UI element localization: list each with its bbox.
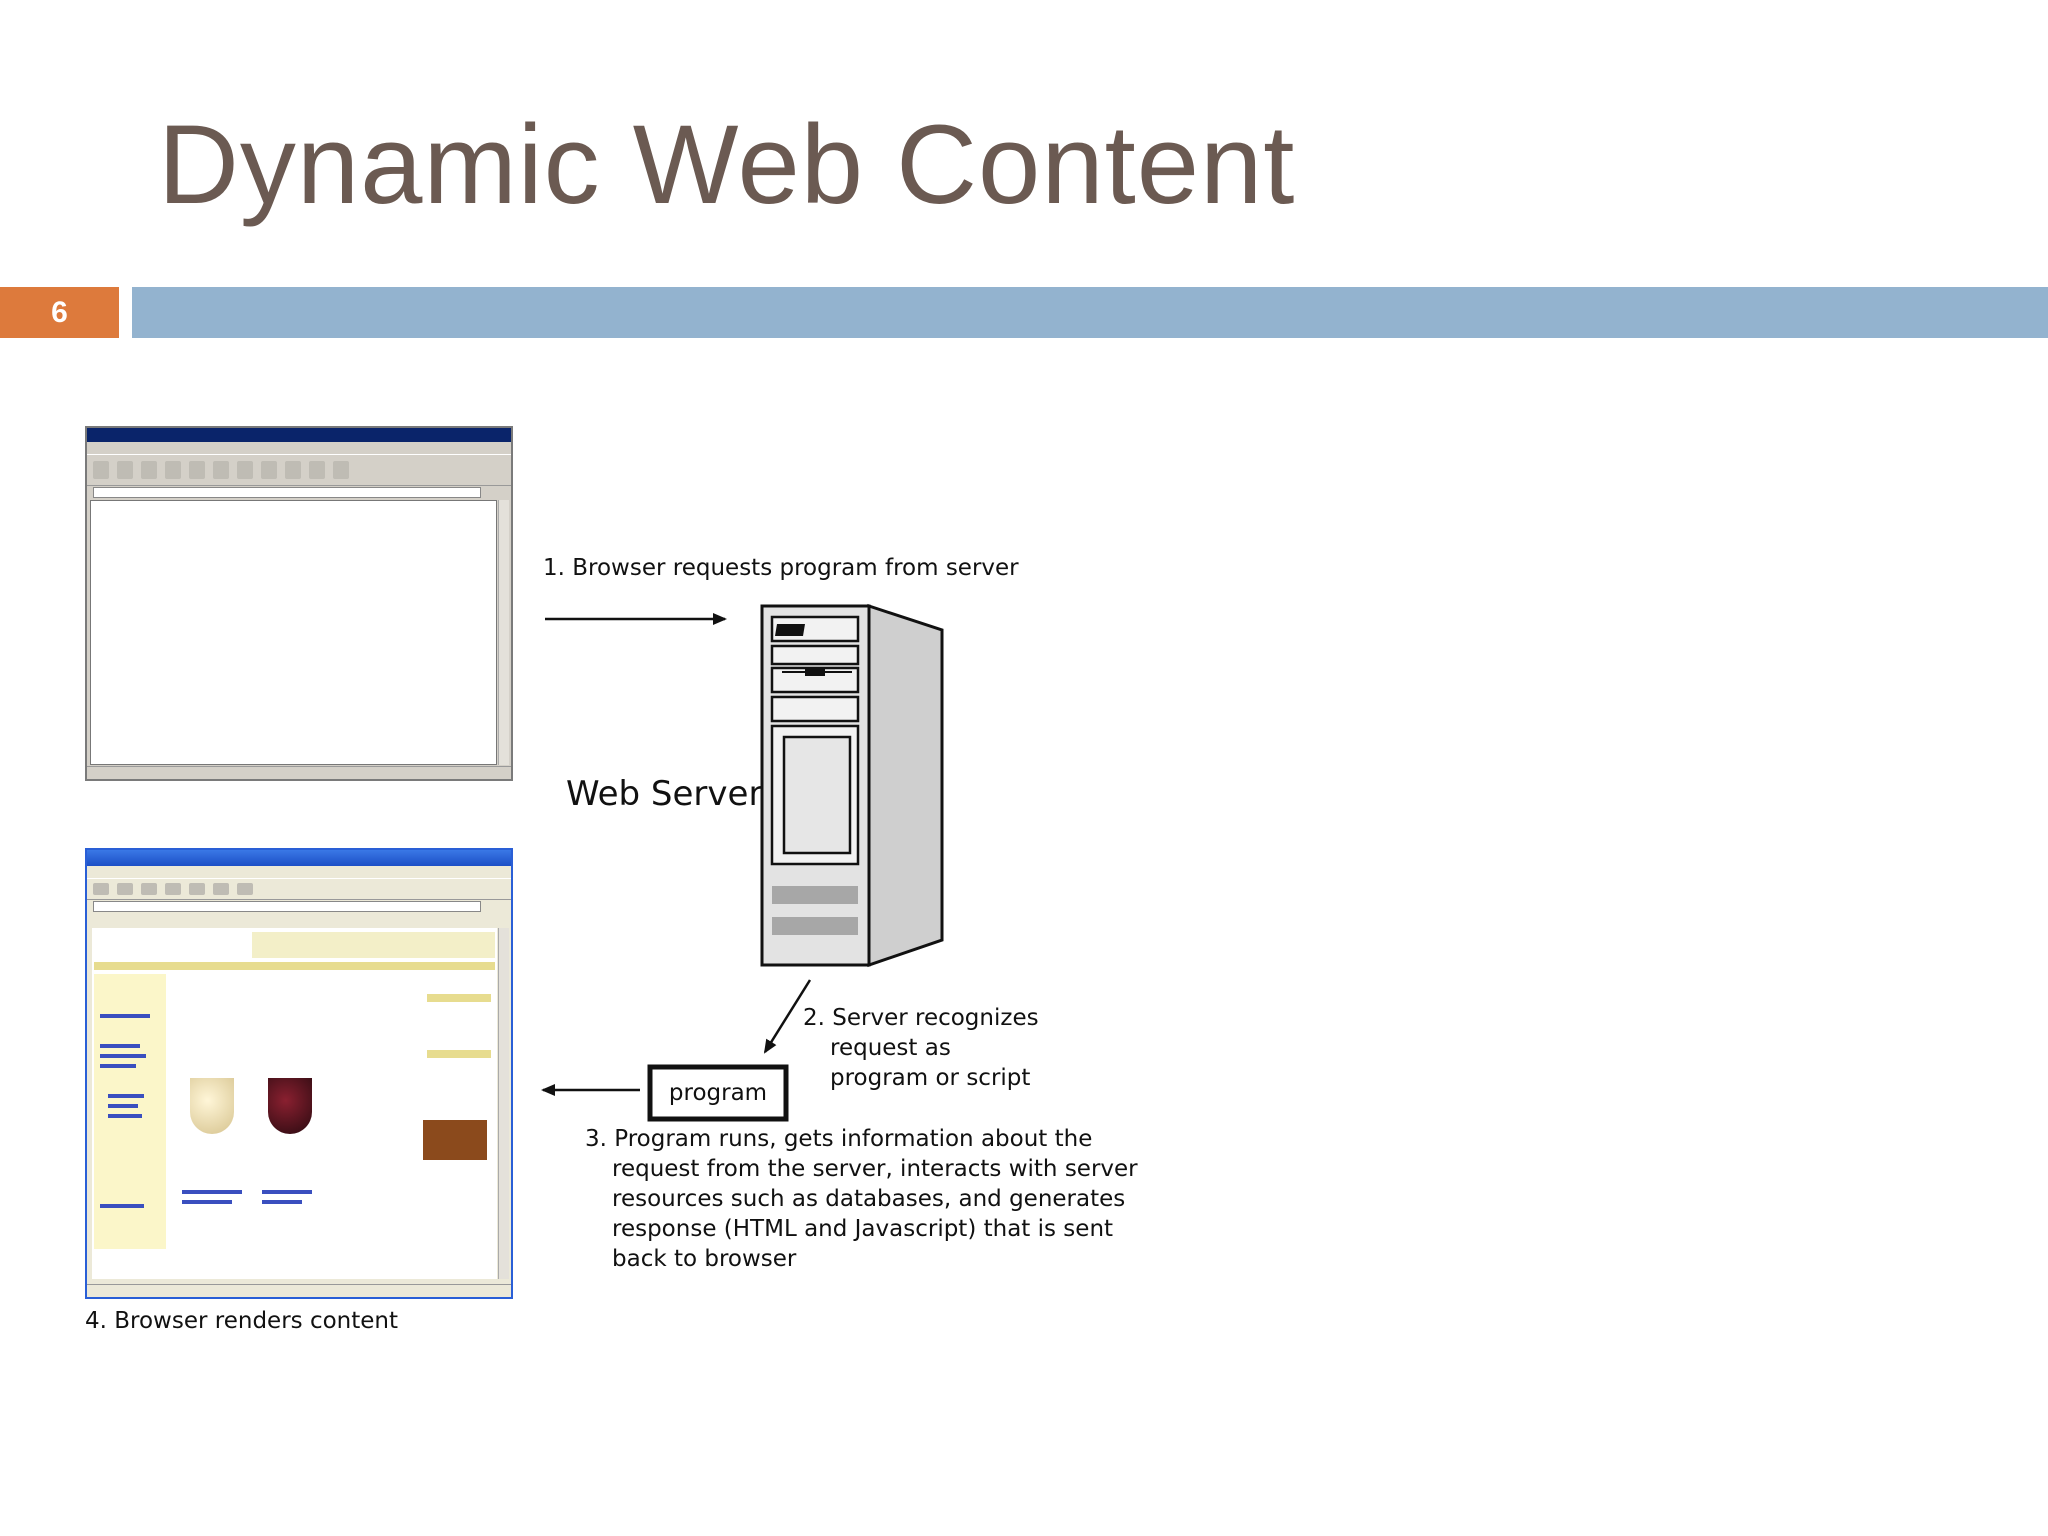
page-link xyxy=(100,1014,150,1018)
page-link xyxy=(100,1064,136,1068)
window-toolbar xyxy=(87,454,511,486)
page-link xyxy=(100,1044,140,1048)
program-label: program xyxy=(668,1080,768,1106)
home-icon xyxy=(189,461,205,479)
rendered-web-page xyxy=(92,928,497,1279)
favorites-icon xyxy=(237,461,253,479)
browser-content-blank xyxy=(90,500,497,765)
page-box xyxy=(427,1050,491,1058)
step1-label: 1. Browser requests program from server xyxy=(543,555,1019,581)
page-link xyxy=(182,1190,242,1194)
address-field xyxy=(93,486,481,498)
stop-icon xyxy=(141,461,157,479)
program-box xyxy=(647,1064,789,1122)
server-label: Web Server xyxy=(566,774,763,814)
favorites-icon xyxy=(213,883,229,895)
page-link xyxy=(182,1200,232,1204)
mail-icon xyxy=(237,883,253,895)
home-icon xyxy=(165,883,181,895)
page-left-column xyxy=(94,974,166,1249)
window-titlebar xyxy=(87,428,511,442)
print-icon xyxy=(309,461,325,479)
address-field xyxy=(93,900,481,912)
page-link xyxy=(100,1054,146,1058)
step2-label-line3: program or script xyxy=(830,1065,1031,1091)
step2-label-line2: request as xyxy=(830,1035,951,1061)
search-icon xyxy=(213,461,229,479)
wine-glass-white-image xyxy=(190,1078,234,1134)
step3-label-line5: back to browser xyxy=(612,1246,797,1272)
arrow-down-left-icon xyxy=(763,979,812,1054)
window-titlebar xyxy=(87,850,511,866)
page-box xyxy=(427,994,491,1002)
edit-icon xyxy=(333,461,349,479)
window-toolbar xyxy=(87,878,511,900)
step3-label-line1: 3. Program runs, gets information about … xyxy=(585,1126,1093,1152)
status-bar xyxy=(87,1284,511,1297)
back-icon xyxy=(93,883,109,895)
slide-title: Dynamic Web Content xyxy=(158,102,1296,227)
refresh-icon xyxy=(165,461,181,479)
forward-icon xyxy=(117,883,133,895)
vertical-scrollbar xyxy=(498,928,509,1279)
history-icon xyxy=(261,461,277,479)
forward-icon xyxy=(117,461,133,479)
page-right-column xyxy=(423,974,495,1209)
mail-icon xyxy=(285,461,301,479)
address-bar xyxy=(87,900,511,912)
page-link xyxy=(108,1094,144,1098)
back-icon xyxy=(93,461,109,479)
page-link xyxy=(100,1204,144,1208)
title-divider-bar xyxy=(132,287,2048,338)
page-strip xyxy=(94,962,495,970)
status-bar xyxy=(87,766,511,779)
refresh-icon xyxy=(141,883,157,895)
page-link xyxy=(108,1114,142,1118)
page-link xyxy=(262,1200,302,1204)
step3-label-line4: response (HTML and Javascript) that is s… xyxy=(612,1216,1114,1242)
step2-label-line1: 2. Server recognizes xyxy=(803,1005,1039,1031)
step3-label-line2: request from the server, interacts with … xyxy=(612,1156,1138,1182)
page-link xyxy=(262,1190,312,1194)
page-image xyxy=(423,1120,487,1160)
browser-window-rendered xyxy=(85,848,513,1299)
slide-number: 6 xyxy=(0,287,119,338)
step4-label: 4. Browser renders content xyxy=(85,1308,399,1334)
vertical-scrollbar xyxy=(498,500,509,765)
address-bar xyxy=(87,486,511,498)
search-icon xyxy=(189,883,205,895)
browser-window-blank xyxy=(85,426,513,781)
wine-glass-red-image xyxy=(268,1078,312,1134)
server-icon xyxy=(760,603,944,968)
page-nav xyxy=(252,932,495,958)
page-link xyxy=(108,1104,138,1108)
step3-label-line3: resources such as databases, and generat… xyxy=(612,1186,1126,1212)
